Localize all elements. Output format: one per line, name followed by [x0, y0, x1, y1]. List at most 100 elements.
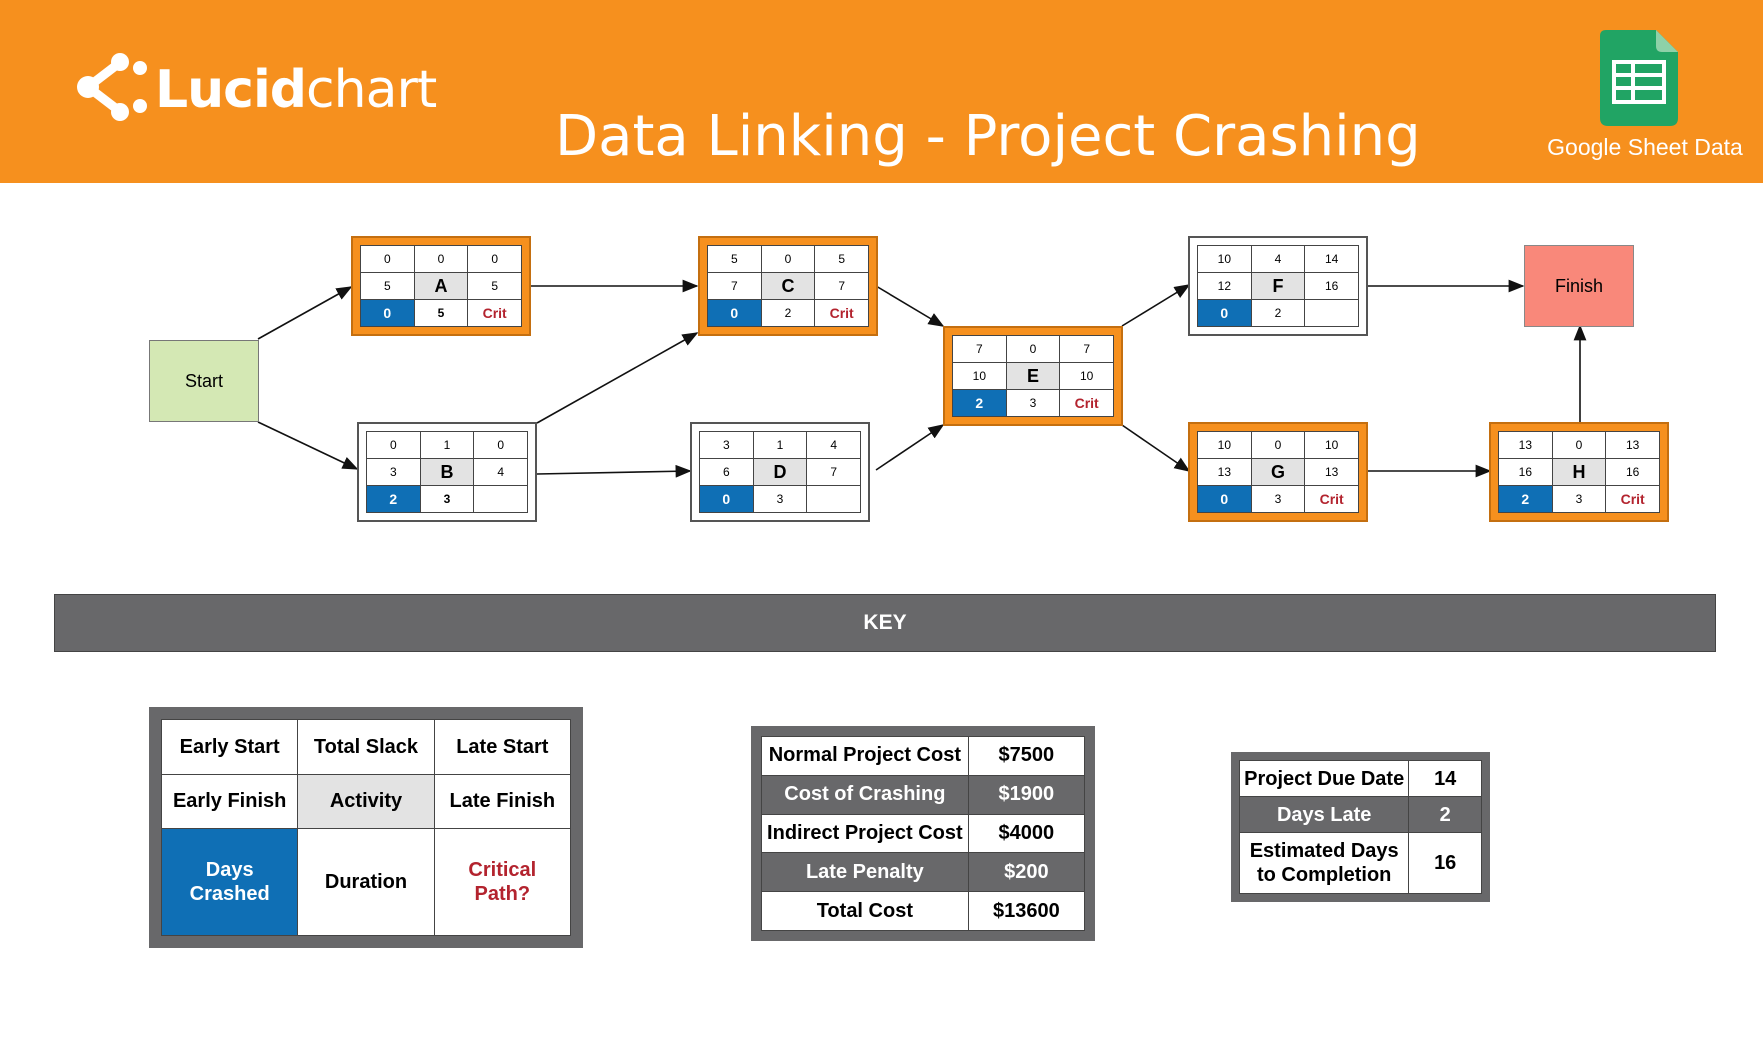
total-slack: 0	[413, 245, 469, 273]
edge-b-c	[536, 332, 699, 424]
days-crashed: 0	[1197, 299, 1252, 327]
legend-activity: Activity	[297, 773, 435, 830]
edge-c-e	[875, 285, 945, 327]
early-start: 10	[1197, 245, 1252, 273]
duration: 2	[1250, 299, 1306, 327]
early-start: 0	[360, 245, 415, 273]
early-finish: 3	[366, 458, 421, 486]
node-legend: Early Start Total Slack Late Start Early…	[149, 707, 583, 948]
critical-flag: Crit	[1059, 389, 1114, 417]
page-title: Data Linking - Project Crashing	[555, 103, 1421, 169]
legend-critical-path: Critical Path?	[433, 828, 572, 936]
early-start: 0	[366, 431, 421, 459]
lucidchart-logo-icon	[77, 53, 147, 121]
cost-row: Indirect Project Cost$4000	[761, 813, 1086, 854]
duration: 3	[752, 485, 808, 513]
late-finish: 7	[806, 458, 861, 486]
late-start: 13	[1605, 431, 1660, 459]
late-start: 10	[1304, 431, 1359, 459]
cost-row: Late Penalty$200	[761, 852, 1086, 893]
cost-row: Normal Project Cost$7500	[761, 736, 1086, 776]
early-start: 3	[699, 431, 754, 459]
connector-layer	[257, 279, 1587, 478]
cost-summary-table: Normal Project Cost$7500 Cost of Crashin…	[761, 736, 1086, 931]
lucidchart-wordmark: Lucidchart	[155, 60, 437, 120]
activity-label: A	[413, 272, 469, 300]
early-finish: 12	[1197, 272, 1252, 300]
early-start: 7	[952, 335, 1007, 363]
duration: 5	[413, 299, 469, 327]
late-start: 4	[806, 431, 861, 459]
total-slack: 0	[1250, 431, 1306, 459]
early-finish: 13	[1197, 458, 1252, 486]
edge-e-g	[1121, 424, 1191, 472]
schedule-label: Estimated Days to Completion	[1238, 832, 1410, 894]
start-label: Start	[184, 370, 223, 391]
edge-start-b	[257, 421, 359, 470]
total-slack: 0	[760, 245, 816, 273]
finish-node[interactable]: Finish	[1524, 245, 1634, 327]
cost-value: $7500	[967, 736, 1086, 776]
legend-late-start: Late Start	[433, 719, 572, 775]
critical-flag: Crit	[814, 299, 869, 327]
early-start: 13	[1498, 431, 1553, 459]
late-start: 5	[814, 245, 869, 273]
duration: 2	[760, 299, 816, 327]
duration: 3	[419, 485, 475, 513]
cost-row: Total Cost$13600	[761, 891, 1086, 931]
cost-value: $200	[967, 852, 1086, 893]
schedule-value: 14	[1408, 760, 1482, 797]
cost-value: $4000	[967, 813, 1086, 854]
days-crashed: 0	[707, 299, 762, 327]
critical-flag-empty	[473, 485, 528, 513]
critical-flag-empty	[1304, 299, 1359, 327]
legend-early-start: Early Start	[160, 719, 299, 775]
days-crashed: 2	[952, 389, 1007, 417]
days-crashed: 0	[699, 485, 754, 513]
early-start: 5	[707, 245, 762, 273]
key-bar-label: KEY	[863, 611, 907, 634]
cost-label: Cost of Crashing	[761, 774, 969, 815]
activity-label: C	[760, 272, 816, 300]
total-slack: 0	[1551, 431, 1607, 459]
cost-label: Normal Project Cost	[761, 736, 969, 776]
duration: 3	[1250, 485, 1306, 513]
total-slack: 1	[752, 431, 808, 459]
late-finish: 4	[473, 458, 528, 486]
early-finish: 5	[360, 272, 415, 300]
google-sheets-icon[interactable]	[1600, 30, 1678, 126]
schedule-label: Days Late	[1238, 796, 1410, 833]
activity-label: H	[1551, 458, 1607, 486]
start-node[interactable]: Start	[149, 340, 259, 422]
early-finish: 7	[707, 272, 762, 300]
cost-value: $1900	[967, 774, 1086, 815]
cost-label: Late Penalty	[761, 852, 969, 893]
sheets-data-label: Google Sheet Data	[1547, 134, 1743, 160]
days-crashed: 0	[360, 299, 415, 327]
duration: 3	[1005, 389, 1061, 417]
cost-label: Indirect Project Cost	[761, 813, 969, 854]
late-finish: 5	[467, 272, 522, 300]
legend-total-slack: Total Slack	[297, 719, 435, 775]
cost-value: $13600	[967, 891, 1086, 931]
legend-duration: Duration	[297, 828, 435, 936]
